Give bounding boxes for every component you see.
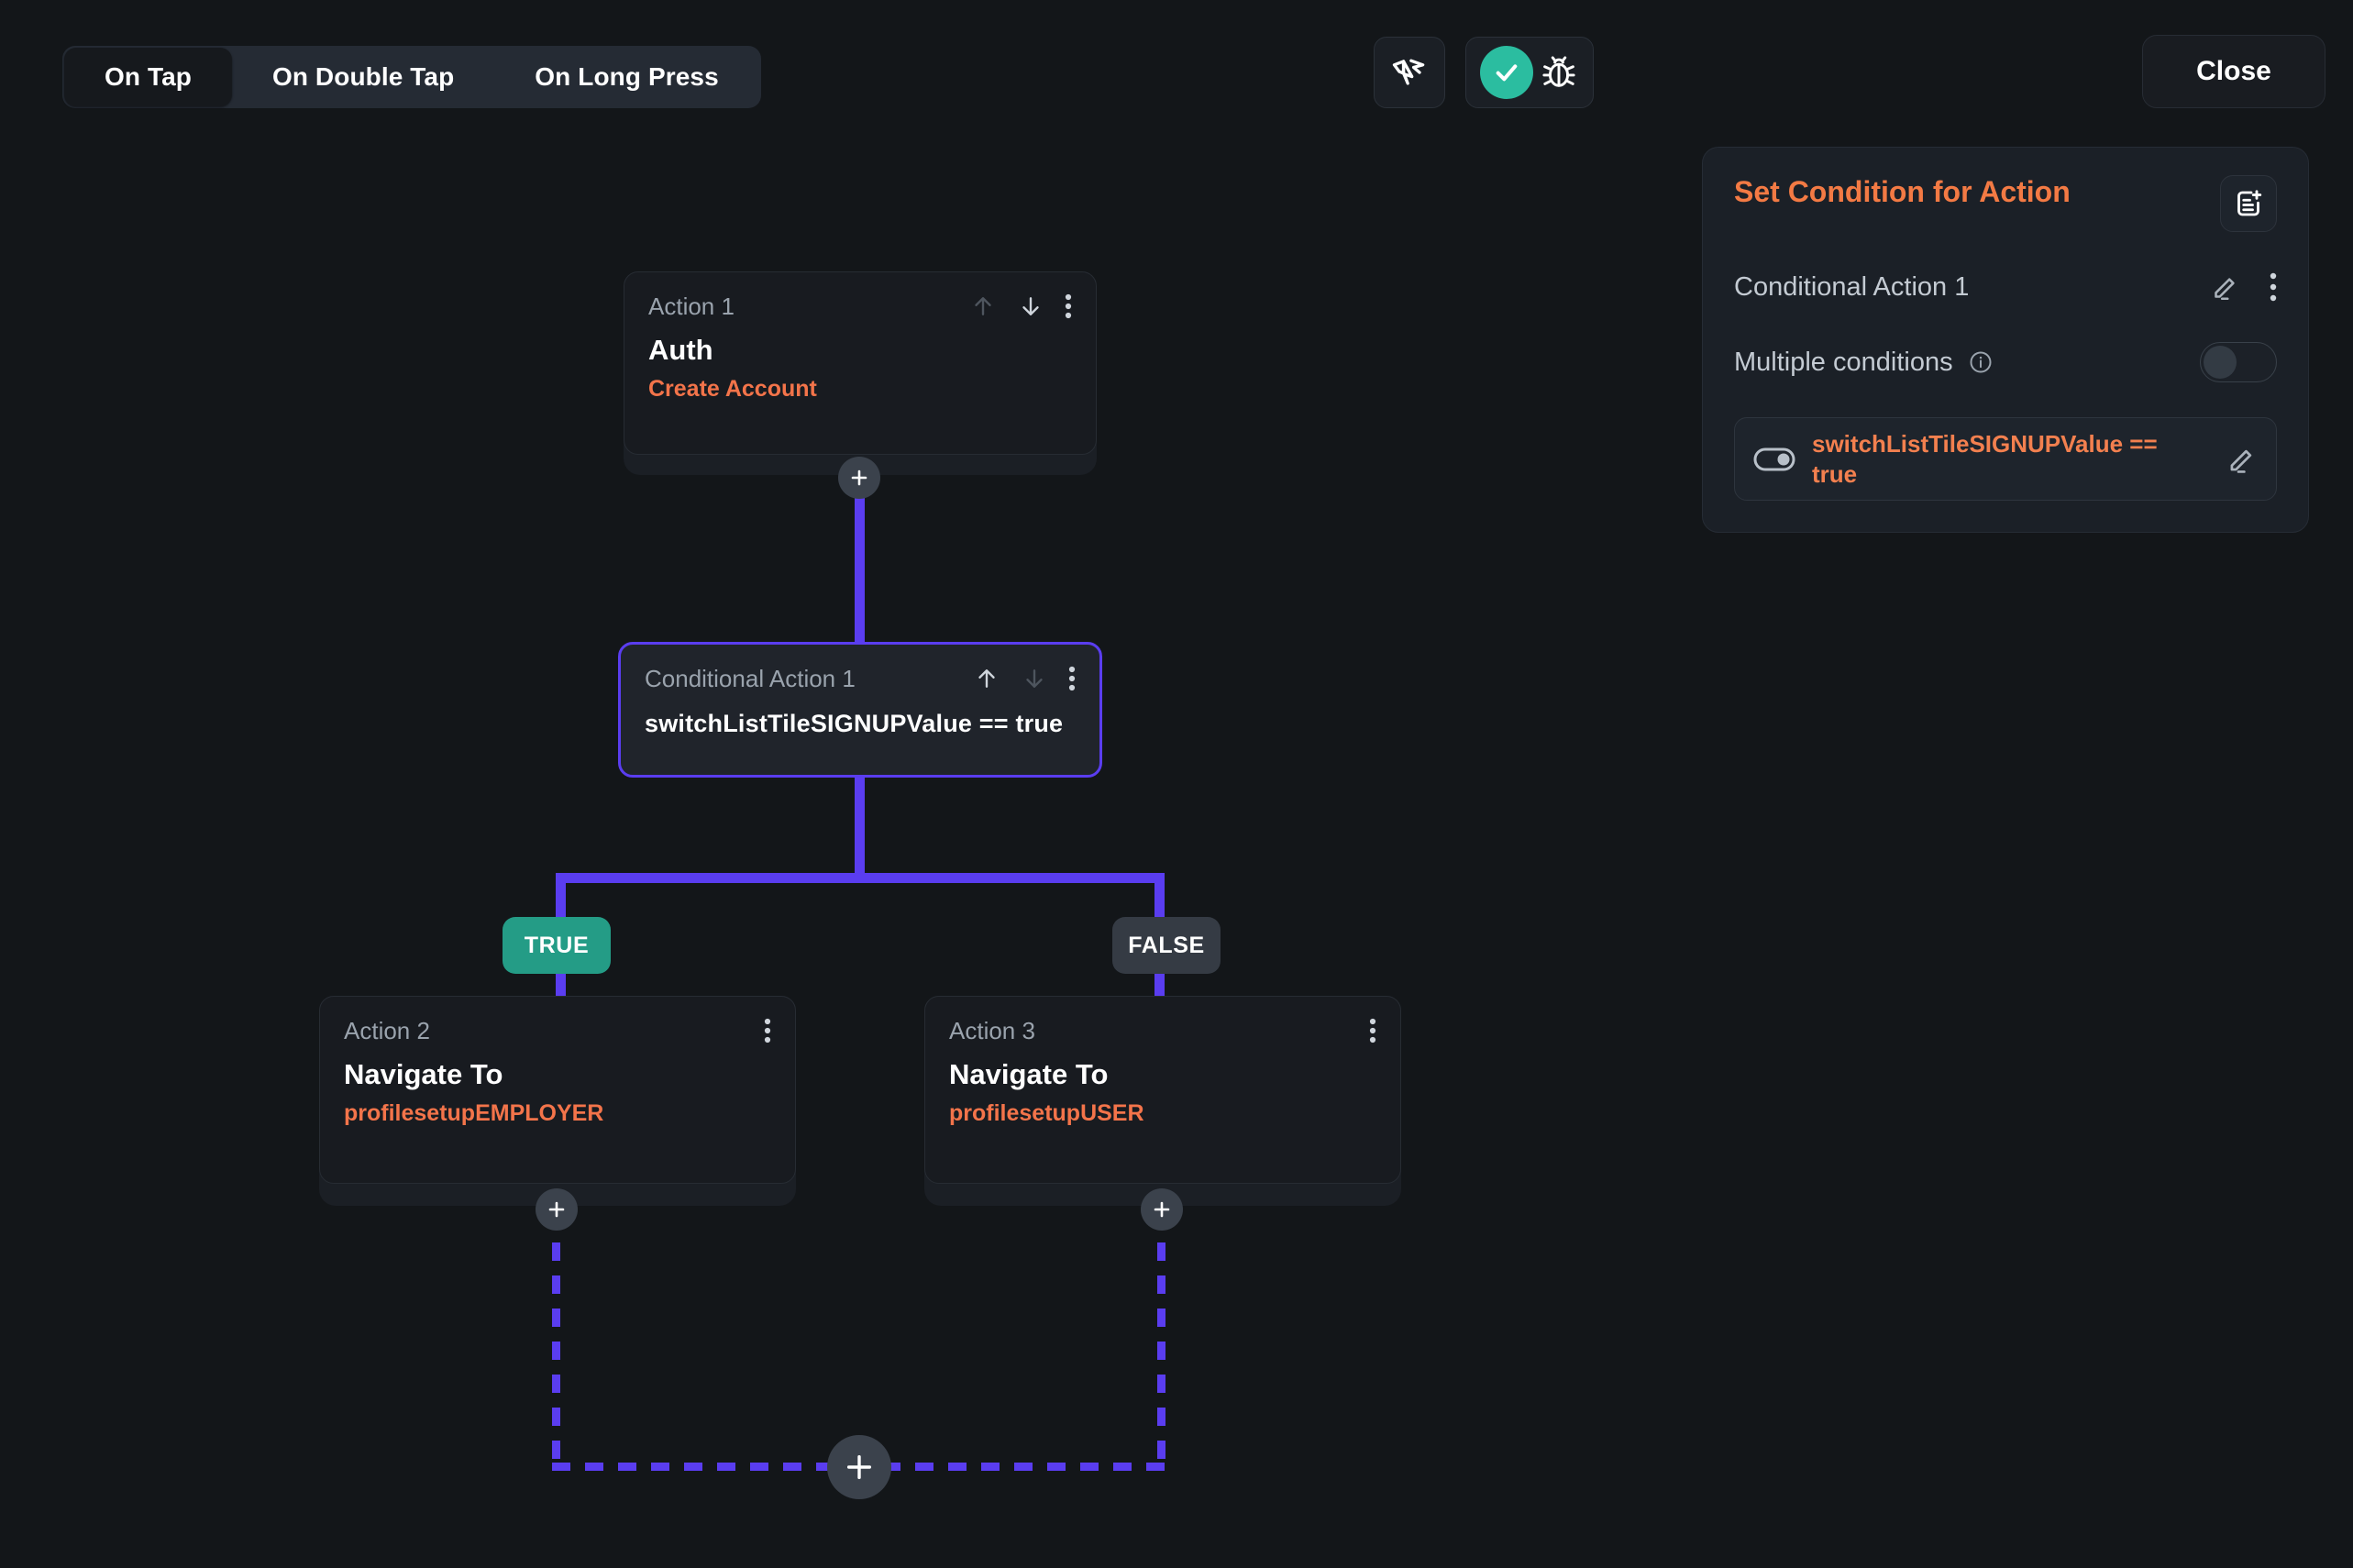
action1-more-options-icon[interactable] — [1065, 293, 1072, 320]
conditional-index-label: Conditional Action 1 — [645, 665, 856, 692]
condition-toggle-icon[interactable] — [1753, 447, 1795, 472]
panel-conditional-action-row: Conditional Action 1 — [1734, 271, 2277, 304]
check-icon — [1496, 64, 1518, 82]
info-icon[interactable] — [1968, 349, 1994, 375]
panel-conditional-action-name: Conditional Action 1 — [1734, 271, 1970, 302]
toggle-on-icon — [1753, 447, 1795, 470]
action-card-1[interactable]: Action 1 — [624, 271, 1097, 455]
action3-title: Navigate To — [949, 1058, 1109, 1090]
action2-index-label: Action 2 — [344, 1017, 430, 1044]
plus-icon — [1154, 1201, 1170, 1218]
pointer-gesture-icon-button[interactable] — [1374, 37, 1445, 108]
edit-condition-pencil-icon[interactable] — [2225, 442, 2259, 477]
event-tab-bar[interactable]: On Tap On Double Tap On Long Press — [62, 46, 761, 108]
bug-icon — [1542, 56, 1575, 87]
plus-icon — [846, 1454, 872, 1480]
action-card-3[interactable]: Action 3 Navigate To profilesetupUSER — [924, 996, 1401, 1184]
run-debug-toolbar[interactable] — [1465, 37, 1594, 108]
action2-more-options-icon[interactable] — [764, 1017, 771, 1044]
panel-title: Set Condition for Action — [1734, 175, 2071, 208]
add-note-icon — [2237, 190, 2262, 216]
wire-branch-bus — [556, 873, 1165, 883]
add-action-after-3-button[interactable] — [1141, 1188, 1183, 1231]
action3-index-label: Action 3 — [949, 1017, 1035, 1044]
condition-chip-text: switchListTileSIGNUPValue == true — [1812, 430, 2158, 488]
wire-dashed-true-return — [552, 1242, 560, 1467]
conditional-expression: switchListTileSIGNUPValue == true — [645, 710, 1064, 737]
tab-on-double-tap[interactable]: On Double Tap — [271, 62, 455, 91]
tab-on-tap[interactable]: On Tap — [64, 48, 232, 106]
action1-subtitle: Create Account — [648, 376, 817, 402]
action-card-2[interactable]: Action 2 Navigate To profilesetupEMPLOYE… — [319, 996, 796, 1184]
move-up-icon[interactable] — [969, 293, 997, 320]
branch-badge-true[interactable]: TRUE — [503, 917, 611, 974]
multiple-conditions-toggle[interactable] — [2200, 342, 2277, 382]
pointer-gesture-icon — [1392, 59, 1425, 85]
move-down-icon[interactable] — [1021, 665, 1048, 692]
set-condition-panel: Set Condition for Action Conditional Act… — [1702, 147, 2309, 533]
panel-more-options-icon[interactable] — [2270, 271, 2277, 303]
action2-subtitle: profilesetupEMPLOYER — [344, 1100, 604, 1126]
add-note-icon-button[interactable] — [2220, 175, 2277, 232]
condition-chip[interactable]: switchListTileSIGNUPValue == true — [1734, 417, 2277, 501]
branch-badge-false[interactable]: FALSE — [1112, 917, 1221, 974]
validate-check-icon-button[interactable] — [1480, 46, 1533, 99]
debug-bug-icon-button[interactable] — [1539, 52, 1579, 93]
wire-dashed-false-return — [1157, 1242, 1165, 1467]
wire-conditional-down — [855, 775, 865, 880]
add-action-after-2-button[interactable] — [536, 1188, 578, 1231]
action2-title: Navigate To — [344, 1058, 503, 1090]
move-down-icon[interactable] — [1017, 293, 1044, 320]
conditional-action-card[interactable]: Conditional Action 1 — [618, 642, 1102, 778]
add-action-after-merge-button[interactable] — [827, 1435, 891, 1499]
action3-subtitle: profilesetupUSER — [949, 1100, 1144, 1126]
multiple-conditions-label: Multiple conditions — [1734, 347, 1953, 377]
close-button[interactable]: Close — [2142, 35, 2325, 108]
add-action-after-1-button[interactable] — [838, 457, 880, 499]
edit-pencil-icon[interactable] — [2209, 271, 2242, 304]
action1-title: Auth — [648, 334, 713, 366]
plus-icon — [548, 1201, 565, 1218]
action3-more-options-icon[interactable] — [1369, 1017, 1376, 1044]
move-up-icon[interactable] — [973, 665, 1000, 692]
wire-action1-to-conditional — [855, 486, 865, 651]
plus-icon — [851, 469, 867, 486]
multiple-conditions-row: Multiple conditions — [1734, 342, 2277, 382]
conditional-more-options-icon[interactable] — [1068, 665, 1076, 692]
action1-index-label: Action 1 — [648, 293, 735, 320]
tab-on-long-press[interactable]: On Long Press — [535, 62, 719, 91]
